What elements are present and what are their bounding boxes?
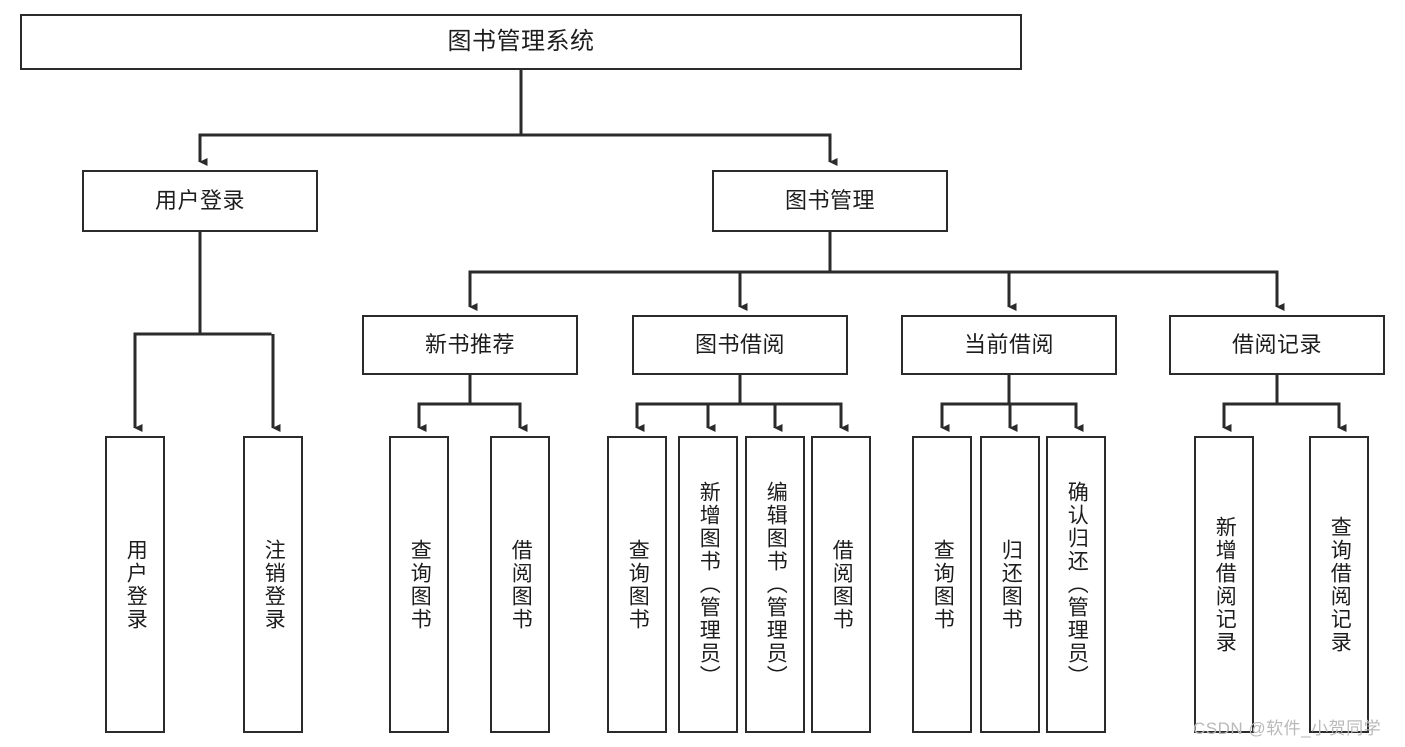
node-leaf-10[interactable]: 归还图书 [980,436,1040,733]
node-leaf-06-label: 新增图书（管理员） [697,481,721,688]
login-to-leaves-connectors [133,232,281,433]
node-leaf-05[interactable]: 查询图书 [607,436,667,733]
node-leaf-03-label: 查询图书 [408,538,432,631]
node-leaf-04[interactable]: 借阅图书 [490,436,550,733]
borrow-to-leaves-connectors [635,375,849,433]
node-bookmgmt-label: 图书管理 [784,187,875,213]
node-newbook-label: 新书推荐 [424,331,515,357]
node-leaf-05-label: 查询图书 [626,538,650,631]
node-leaf-01[interactable]: 用户登录 [105,436,165,733]
node-leaf-02-label: 注销登录 [262,538,286,631]
node-leaf-09-label: 查询图书 [931,538,955,631]
node-leaf-12[interactable]: 新增借阅记录 [1194,436,1254,733]
node-newbook[interactable]: 新书推荐 [362,315,578,375]
node-leaf-10-label: 归还图书 [999,538,1023,631]
node-borrow-label: 图书借阅 [694,331,785,357]
node-leaf-11-label: 确认归还（管理员） [1065,481,1089,688]
node-login-label: 用户登录 [154,187,245,213]
node-leaf-07[interactable]: 编辑图书（管理员） [745,436,805,733]
node-leaf-07-label: 编辑图书（管理员） [764,481,788,688]
node-borrow[interactable]: 图书借阅 [632,315,848,375]
node-leaf-08-label: 借阅图书 [830,538,854,631]
node-leaf-13[interactable]: 查询借阅记录 [1309,436,1369,733]
current-to-leaves-connectors [940,375,1084,433]
node-login[interactable]: 用户登录 [82,170,318,232]
node-root[interactable]: 图书管理系统 [20,14,1022,70]
node-leaf-04-label: 借阅图书 [509,538,533,631]
node-leaf-03[interactable]: 查询图书 [389,436,449,733]
node-leaf-06[interactable]: 新增图书（管理员） [678,436,738,733]
node-leaf-01-label: 用户登录 [124,538,148,631]
node-leaf-08[interactable]: 借阅图书 [811,436,871,733]
node-current[interactable]: 当前借阅 [901,315,1117,375]
root-to-level2-connectors [198,70,838,167]
node-leaf-09[interactable]: 查询图书 [912,436,972,733]
node-bookmgmt[interactable]: 图书管理 [712,170,948,232]
node-records-label: 借阅记录 [1231,331,1322,357]
records-to-leaves-connectors [1222,375,1347,433]
newbook-to-leaves-connectors [417,375,528,433]
node-leaf-11[interactable]: 确认归还（管理员） [1046,436,1106,733]
bookmgmt-to-level3-connectors [468,232,1285,312]
node-root-label: 图书管理系统 [447,27,595,55]
node-leaf-13-label: 查询借阅记录 [1328,515,1352,654]
node-leaf-02[interactable]: 注销登录 [243,436,303,733]
node-current-label: 当前借阅 [963,331,1054,357]
node-leaf-12-label: 新增借阅记录 [1213,515,1237,654]
node-records[interactable]: 借阅记录 [1169,315,1385,375]
